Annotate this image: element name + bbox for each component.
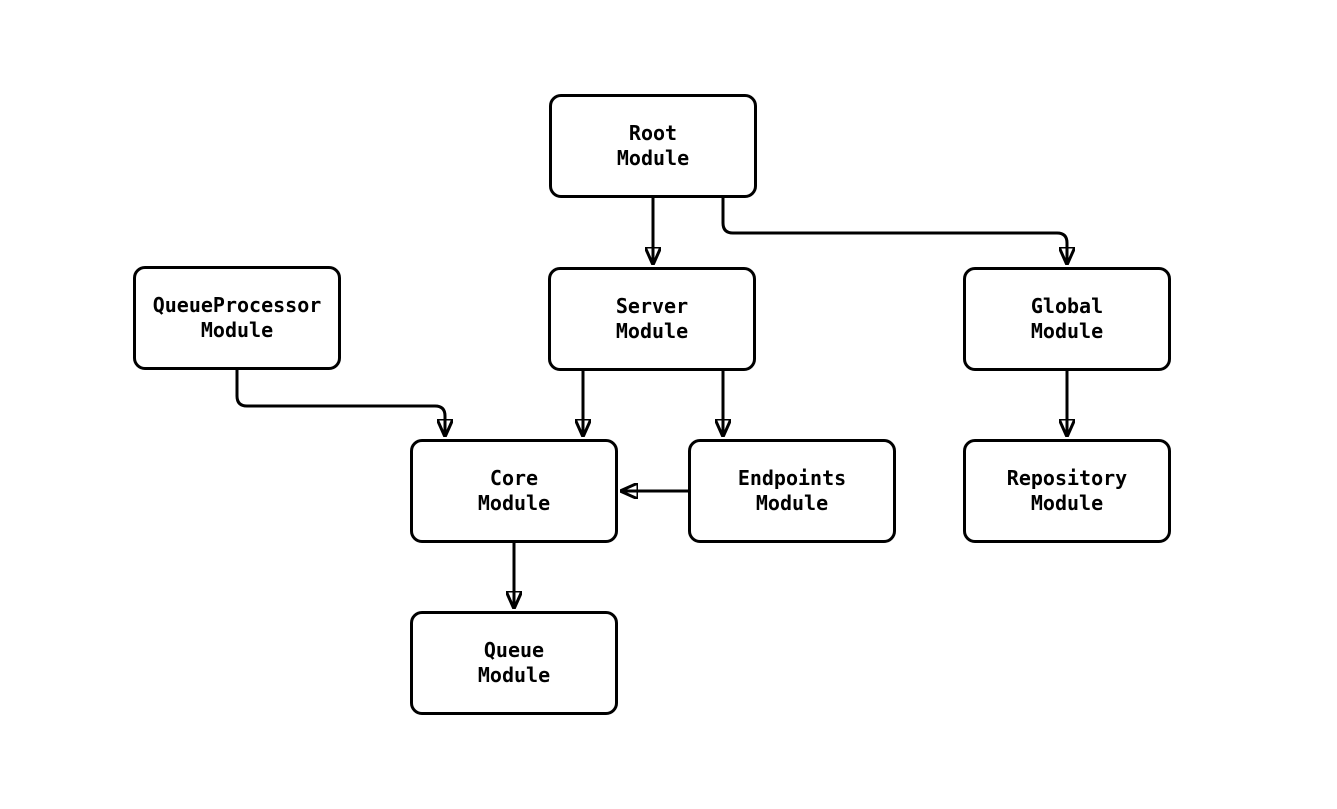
edge-queueprocessor-to-core [235,370,445,437]
node-root-module-name: Root [628,121,678,145]
node-endpoints-module-name: Endpoints [737,466,847,490]
node-root-module-suffix: Module [616,146,690,170]
node-queueprocessor-module-name: QueueProcessor [152,293,322,317]
node-global-module-suffix: Module [1030,319,1104,343]
node-repository-module-suffix: Module [1030,491,1104,515]
node-server-module-suffix: Module [615,319,689,343]
node-global-module-name: Global [1030,294,1104,318]
node-queue-module-suffix: Module [477,663,551,687]
node-endpoints-module-suffix: Module [755,491,829,515]
node-repository-module: Repository Module [963,439,1171,543]
node-core-module-suffix: Module [477,491,551,515]
node-root-module: Root Module [549,94,757,198]
node-global-module: Global Module [963,267,1171,371]
node-server-module: Server Module [548,267,756,371]
edge-root-to-global [721,198,1067,265]
node-core-module: Core Module [410,439,618,543]
node-queue-module: Queue Module [410,611,618,715]
node-core-module-name: Core [489,466,539,490]
node-server-module-name: Server [615,294,689,318]
node-repository-module-name: Repository [1006,466,1128,490]
node-queue-module-name: Queue [483,638,545,662]
node-queueprocessor-module-suffix: Module [200,318,274,342]
node-endpoints-module: Endpoints Module [688,439,896,543]
node-queueprocessor-module: QueueProcessor Module [133,266,341,370]
